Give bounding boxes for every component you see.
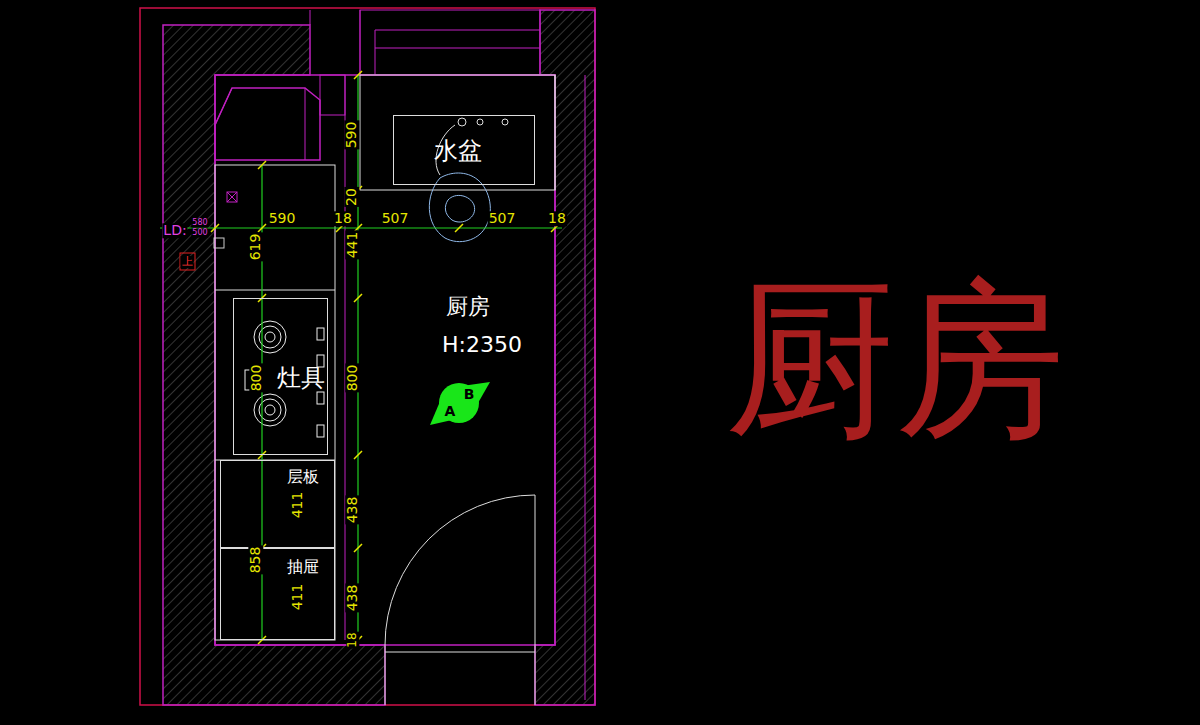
dimension: 18 xyxy=(346,631,359,648)
fixture-label: 灶具 xyxy=(277,365,325,391)
fixture-label: 抽屉 xyxy=(287,558,319,576)
dimension: 858 xyxy=(248,546,263,575)
drawer-cabinet: 抽屉 xyxy=(220,548,335,640)
dimension: 441 xyxy=(345,231,360,260)
dimension: 411 xyxy=(290,583,305,612)
elevation-letter: B xyxy=(463,387,476,402)
fixture-label: 层板 xyxy=(287,468,319,486)
room-height: H:2350 xyxy=(442,333,522,357)
symbol-mark: 上 xyxy=(181,256,194,268)
dimension: 438 xyxy=(345,496,360,525)
dimension: 411 xyxy=(290,491,305,520)
dimension: 20 xyxy=(344,187,359,207)
fixture-label: 水盆 xyxy=(434,138,482,164)
dimension: 438 xyxy=(345,584,360,613)
dimension: 18 xyxy=(333,211,353,226)
shelf-cabinet: 层板 xyxy=(220,460,335,548)
room-name: 厨房 xyxy=(446,295,490,319)
elevation-letter: A xyxy=(444,404,457,419)
dimension: 507 xyxy=(381,211,410,226)
dimension: 590 xyxy=(344,121,359,150)
symbol-value: 500 xyxy=(191,229,208,238)
symbol-value: 580 xyxy=(191,219,208,228)
page-title: 厨房 xyxy=(725,275,1065,445)
dimension: 590 xyxy=(268,211,297,226)
dimension: 507 xyxy=(488,211,517,226)
kitchen-room: 厨房 H:2350 水盆灶具层板抽屉 xyxy=(215,75,555,645)
symbol-tag: LD: xyxy=(162,223,187,238)
dimension: 800 xyxy=(345,364,360,393)
stove: 灶具 xyxy=(233,298,328,455)
dimension: 18 xyxy=(547,211,567,226)
sink-basin: 水盆 xyxy=(393,115,535,185)
dimension: 619 xyxy=(248,233,263,262)
dimension: 800 xyxy=(249,364,264,393)
